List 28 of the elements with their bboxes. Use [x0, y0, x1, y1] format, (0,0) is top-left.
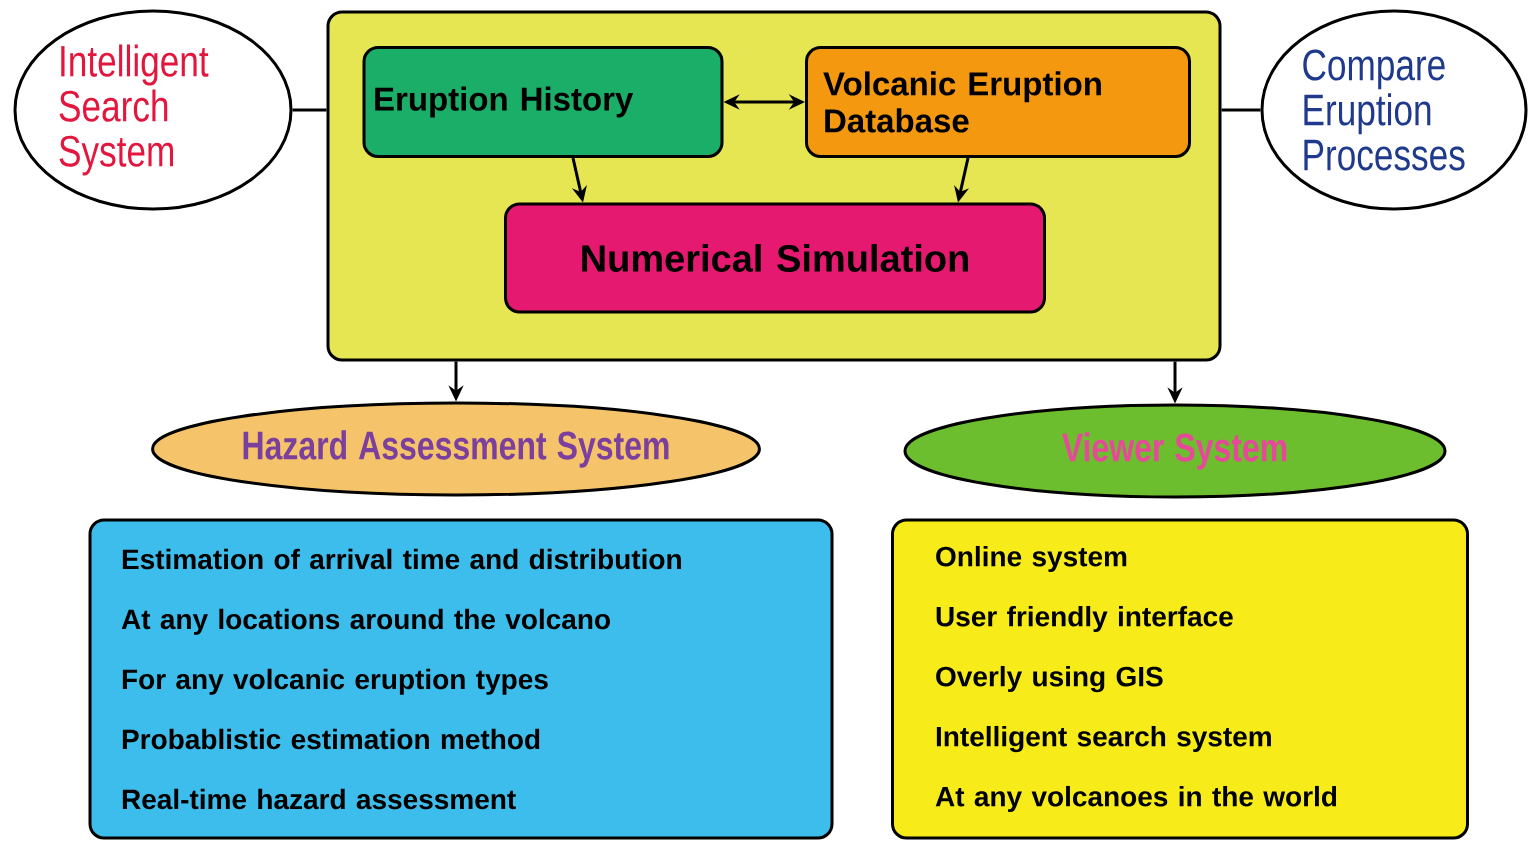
node-text: Compare Eruption Processes [1303, 49, 1465, 171]
list-item: User friendly interface [936, 605, 1233, 633]
node-text: Eruption History [375, 86, 634, 118]
list-item: Real-time hazard assessment [122, 788, 516, 810]
system-ellipse [903, 403, 1447, 499]
list-item: Intelligent search system [936, 725, 1271, 753]
process-box [504, 202, 1046, 314]
node-text: Numerical Simulation [582, 244, 968, 272]
list-item: Online system [936, 545, 1127, 573]
feature-box [891, 518, 1469, 840]
oval-label [1260, 9, 1528, 211]
list-item: Probablistic estimation method [122, 728, 540, 750]
list-item: For any volcanic eruption types [122, 668, 548, 695]
list-item: At any volcanoes in the world [935, 785, 1337, 813]
node-text: Volcanic Eruption Database [823, 71, 1101, 133]
connector-line [292, 108, 327, 112]
list-item: Overly using GIS [936, 665, 1163, 693]
oval-label [13, 9, 293, 211]
feature-box [88, 518, 834, 840]
list-item: At any locations around the volcano [121, 608, 610, 635]
node-text: Hazard Assessment System [243, 430, 669, 468]
process-box [362, 46, 724, 158]
connector-line [1221, 108, 1261, 112]
process-box [805, 46, 1191, 158]
list-item: Estimation of arrival time and distribution [122, 548, 681, 570]
system-ellipse [151, 401, 761, 497]
node-text: Viewer System [1062, 432, 1287, 470]
node-text: Intelligent Search System [59, 44, 209, 176]
